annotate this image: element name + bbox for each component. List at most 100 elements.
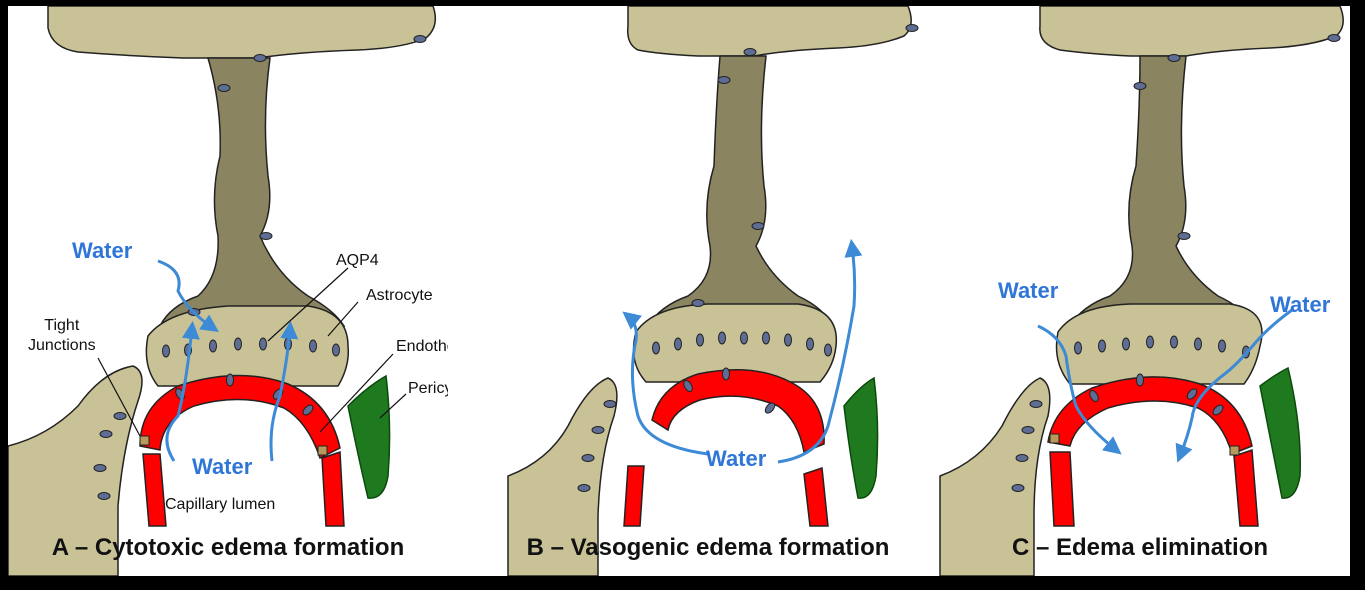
water-label: Water	[72, 238, 133, 263]
aqp4-channel	[751, 222, 765, 230]
endothelium-right-segment	[321, 450, 345, 527]
aqp4-label: AQP4	[336, 252, 379, 269]
astrocyte-left-endfoot	[507, 377, 618, 576]
water-label: Water	[1270, 292, 1331, 317]
water-flow-arrow	[622, 311, 709, 456]
water-flow	[622, 238, 863, 464]
astrocyte-pointer	[327, 301, 359, 337]
panel-a-caption: A – Cytotoxic edema formation	[51, 534, 405, 561]
aqp4-channel	[591, 426, 605, 434]
aqp4-channel	[1194, 337, 1202, 351]
aqp4-channel	[1089, 390, 1099, 402]
pericyte-cell	[347, 374, 391, 499]
aqp4-channel	[1167, 54, 1181, 62]
aqp4-channel	[824, 343, 832, 357]
tight-junction-marker	[139, 435, 150, 446]
endothelium-pointer	[319, 353, 394, 433]
aqp4-channel	[259, 232, 273, 240]
aqp4-channel	[97, 492, 111, 500]
tight-junctions-label: Tight Junctions	[28, 317, 96, 354]
tight-junction-marker	[1229, 445, 1240, 456]
aqp4-channel	[1122, 337, 1130, 351]
aqp4-channel	[226, 373, 234, 387]
tight-junction-marker	[1049, 433, 1060, 444]
pericyte-cell	[843, 376, 879, 499]
aqp4-channel	[332, 343, 340, 357]
aqp4-channel	[93, 464, 107, 472]
aqp4-channel	[302, 404, 314, 416]
astrocyte-left-endfoot	[939, 377, 1051, 576]
astrocyte-cell	[939, 6, 1344, 576]
astrocyte-process	[646, 55, 834, 327]
aqp4-channel	[1218, 339, 1226, 353]
aqp4-channel	[683, 380, 693, 392]
label-pointers	[97, 267, 407, 437]
endothelium-right-segment	[1233, 448, 1259, 527]
water-flow	[157, 259, 299, 462]
panel-a-cytotoxic: Water Water AQP4 Astrocyte Endothelium P…	[8, 6, 448, 576]
panel-b-caption: B – Vasogenic edema formation	[526, 534, 890, 561]
endothelium-wall	[1047, 376, 1253, 456]
aqp4-channel	[1015, 454, 1029, 462]
aqp4-channel	[674, 337, 682, 351]
aqp4-channel	[1146, 335, 1154, 349]
tight-junction-marker	[317, 445, 328, 456]
aqp4-channel	[234, 337, 242, 351]
astrocyte-top-endfoot	[47, 6, 437, 59]
astrocyte-process	[158, 57, 346, 327]
aqp4-channel	[740, 331, 748, 345]
aqp4-channel	[217, 84, 231, 92]
aqp4-channel	[309, 339, 317, 353]
endothelium-left-segment	[623, 465, 645, 527]
endothelium-left-segment	[1049, 451, 1075, 527]
aqp4-channels	[577, 24, 919, 492]
water-flow-arrow	[269, 320, 299, 462]
endothelium-wall	[651, 369, 825, 454]
capillary-lumen-label: Capillary lumen	[165, 496, 276, 513]
aqp4-channel	[1136, 373, 1144, 387]
aqp4-channel	[259, 337, 267, 351]
astrocyte-endfoot	[632, 303, 838, 383]
aqp4-channel	[1021, 426, 1035, 434]
aqp4-channel	[1327, 34, 1341, 42]
endothelium-wall	[139, 374, 341, 460]
water-flow	[1037, 308, 1293, 463]
aqp4-channel	[722, 367, 730, 381]
panel-c-caption: C – Edema elimination	[1011, 534, 1269, 561]
aqp4-channel	[691, 299, 705, 307]
aqp4-channel	[784, 333, 792, 347]
aqp4-channel	[1170, 335, 1178, 349]
aqp4-channel	[764, 402, 776, 414]
endothelium-left-segment	[142, 453, 167, 527]
panel-b-diagram	[507, 6, 919, 576]
aqp4-channel	[696, 333, 704, 347]
water-flow-arrow	[165, 320, 200, 462]
aqp4-channel	[99, 430, 113, 438]
pericyte-cell	[1259, 366, 1301, 499]
aqp4-channel	[652, 341, 660, 355]
endothelium-label: Endothelium	[396, 338, 448, 355]
figure: Water Water AQP4 Astrocyte Endothelium P…	[8, 6, 1350, 576]
water-flow-arrow	[157, 259, 219, 333]
pericyte-pointer	[379, 393, 407, 419]
aqp4-channels	[1011, 34, 1341, 492]
aqp4-channel	[1098, 339, 1106, 353]
astrocyte-top-endfoot	[626, 6, 912, 57]
astrocyte-label: Astrocyte	[366, 287, 433, 304]
aqp4-channel	[1029, 400, 1043, 408]
pericyte-label: Pericyte	[408, 380, 448, 397]
aqp4-channel	[1133, 82, 1147, 90]
water-label: Water	[192, 454, 253, 479]
astrocyte-cell	[507, 6, 912, 576]
astrocyte-endfoot	[145, 305, 350, 387]
aqp4-channel	[1074, 341, 1082, 355]
water-label: Water	[706, 446, 767, 471]
water-label: Water	[998, 278, 1059, 303]
aqp4-channel	[113, 412, 127, 420]
aqp4-channel	[743, 48, 757, 56]
astrocyte-endfoot	[1055, 303, 1263, 385]
aqp4-channel	[806, 337, 814, 351]
water-flow-arrow	[1175, 308, 1293, 463]
tight-junctions-pointer	[97, 357, 141, 437]
astrocyte-left-endfoot	[8, 365, 143, 576]
